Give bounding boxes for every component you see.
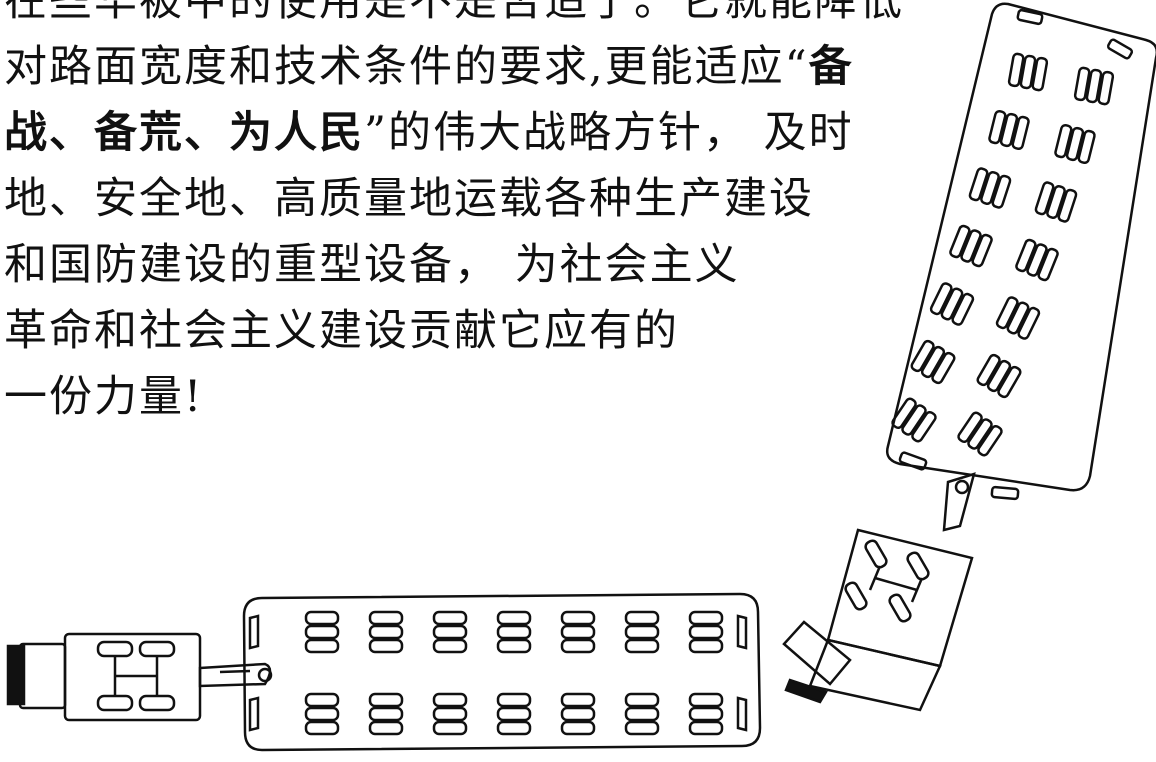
trailer-wheel-set [306, 612, 338, 652]
trailer-wheel-set [498, 612, 530, 652]
trailer-wheel-set [1035, 182, 1077, 223]
trailer-wheel-set [690, 612, 722, 652]
trailer-wheel-set [989, 110, 1030, 149]
diagonal-tractor [784, 530, 972, 710]
text-span: 地、安全地、高质量地运载各种生产建设 [4, 174, 814, 224]
text-span: 战、备荒、为人民 [4, 108, 364, 158]
trailer-wheel-set [930, 282, 975, 326]
trailer-wheel-set [562, 694, 594, 734]
horizontal-trailer [244, 594, 760, 750]
text-span: 备 [808, 42, 854, 92]
trailer-wheel-set [434, 612, 466, 652]
body-text: 在些华被中的使用是不是否造了。它就能降低对路面宽度和技术条件的要求,更能适应“备… [4, 0, 904, 430]
trailer-wheel-set [1074, 67, 1113, 104]
trailer-wheel-set [626, 612, 658, 652]
text-line: 地、安全地、高质量地运载各种生产建设 [4, 166, 904, 232]
text-span: 革命和社会主义建设贡献它应有的 [4, 306, 679, 356]
trailer-wheel-set [690, 694, 722, 734]
trailer-wheel-set [957, 411, 1003, 457]
trailer-wheel-set [562, 612, 594, 652]
text-span: 一份力量! [4, 372, 204, 422]
text-line: 在些华被中的使用是不是否造了。它就能降低 [4, 0, 904, 34]
trailer-wheel-set [1008, 53, 1047, 90]
trailer-wheel-set [1015, 239, 1059, 281]
text-line: 和国防建设的重型设备， 为社会主义 [4, 232, 904, 298]
text-line: 一份力量! [4, 364, 904, 430]
trailer-wheel-set [434, 694, 466, 734]
trailer-wheel-set [996, 296, 1041, 340]
text-line: 战、备荒、为人民”的伟大战略方针， 及时 [4, 100, 904, 166]
trailer-wheel-set [498, 694, 530, 734]
text-span: 和国防建设的重型设备， 为社会主义 [4, 240, 740, 290]
text-span: 在些华被中的使用是不是否造了。它就能降低 [4, 0, 904, 26]
horizontal-tractor [8, 634, 200, 720]
trailer-wheel-set [1055, 124, 1096, 163]
trailer-wheel-set [910, 340, 955, 385]
trailer-wheel-set [949, 225, 993, 267]
trailer-wheel-set [969, 168, 1011, 209]
text-line: 革命和社会主义建设贡献它应有的 [4, 298, 904, 364]
trailer-wheel-set [976, 354, 1021, 399]
trailer-wheel-set [891, 397, 937, 443]
text-line: 对路面宽度和技术条件的要求,更能适应“备 [4, 34, 904, 100]
trailer-wheel-set [370, 612, 402, 652]
horizontal-drawbar [200, 664, 271, 686]
trailer-wheel-set [626, 694, 658, 734]
text-span: 对路面宽度和技术条件的要求,更能适应“ [4, 42, 809, 92]
diagonal-trailer [887, 4, 1156, 499]
text-span: ”的伟大战略方针， 及时 [364, 108, 854, 158]
diagonal-drawbar [944, 474, 974, 530]
trailer-wheel-set [306, 694, 338, 734]
trailer-wheel-set [370, 694, 402, 734]
